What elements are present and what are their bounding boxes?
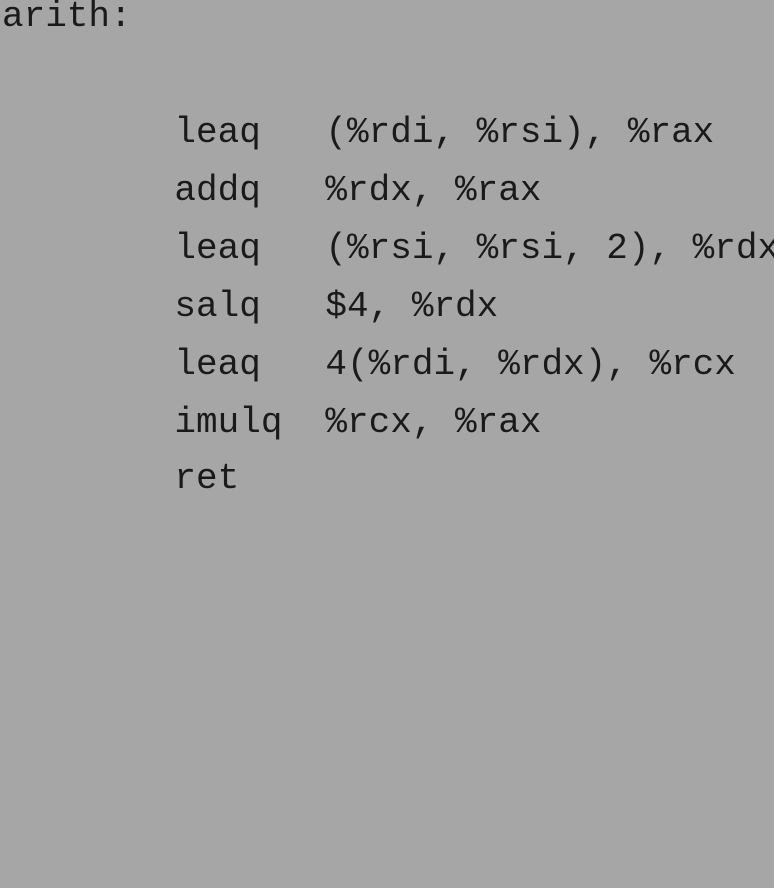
function-label: arith:: [2, 0, 132, 37]
instruction-mnemonic: salq: [174, 286, 261, 327]
instruction-operands: 4(%rdi, %rdx), %rcx: [325, 344, 736, 385]
instruction-line: imulq %rcx, %rax: [88, 336, 541, 443]
instruction-mnemonic: ret: [174, 458, 240, 499]
instruction-mnemonic: leaq: [174, 344, 261, 385]
instruction-operands: (%rsi, %rsi, 2), %rdx: [325, 228, 774, 269]
instruction-mnemonic: imulq: [174, 402, 283, 443]
instruction-line: leaq (%rsi, %rsi, 2), %rdx: [88, 162, 774, 269]
instruction-mnemonic: leaq: [174, 112, 261, 153]
instruction-line: ret: [88, 392, 325, 499]
instruction-operands: $4, %rdx: [325, 286, 499, 327]
instruction-line: leaq 4(%rdi, %rdx), %rcx: [88, 278, 735, 385]
instruction-mnemonic: addq: [174, 170, 261, 211]
instruction-operands: %rdx, %rax: [325, 170, 542, 211]
assembly-listing: arith: leaq (%rdi, %rsi), %rax addq %rdx, …: [2, 0, 774, 499]
instruction-mnemonic: leaq: [174, 228, 261, 269]
instruction-operands: (%rdi, %rsi), %rax: [325, 112, 715, 153]
instruction-line: salq $4, %rdx: [88, 220, 498, 327]
instruction-operands: %rcx, %rax: [325, 402, 542, 443]
instruction-line: addq %rdx, %rax: [88, 104, 541, 211]
instruction-line: leaq (%rdi, %rsi), %rax: [88, 46, 714, 153]
